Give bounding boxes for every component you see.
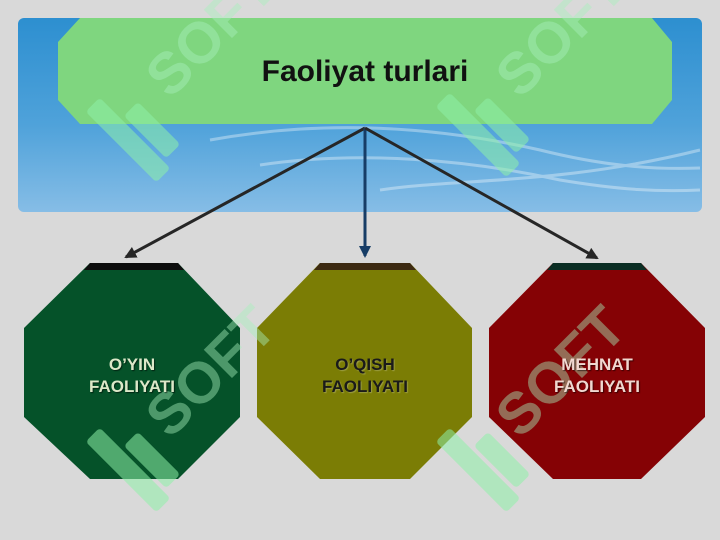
diagram-title: Faoliyat turlari xyxy=(261,55,469,88)
node-oqish-shape xyxy=(257,263,472,479)
node-mehnat-line1: MEHNAT xyxy=(561,355,633,374)
title-box xyxy=(58,18,672,124)
node-oyin-shape xyxy=(24,263,240,479)
watermark-logo-2 xyxy=(437,94,529,176)
arrow-to-oyin xyxy=(124,126,366,259)
node-mehnat-label: MEHNAT FAOLIYATI xyxy=(489,354,705,398)
node-oyin-line1: O’YIN xyxy=(108,355,156,374)
watermark-logo-1 xyxy=(87,99,179,181)
node-oyin-line2: FAOLIYATI xyxy=(89,377,175,396)
node-mehnat-shape xyxy=(489,263,705,479)
banner-swoosh xyxy=(209,126,701,193)
node-oqish-label: O’QISH FAOLIYATI xyxy=(257,354,473,398)
node-oqish-line2: FAOLIYATI xyxy=(322,377,408,396)
node-oqish-cap xyxy=(314,263,416,270)
watermark xyxy=(87,94,529,511)
node-mehnat-cap xyxy=(547,263,647,270)
node-mehnat xyxy=(489,263,705,479)
arrow-to-mehnat xyxy=(364,126,599,260)
watermark-logo-3 xyxy=(87,429,179,511)
node-oyin-cap xyxy=(84,263,184,270)
node-oqish xyxy=(257,263,472,479)
node-mehnat-line2: FAOLIYATI xyxy=(554,377,640,396)
node-oyin-label: O’YIN FAOLIYATI xyxy=(24,354,240,398)
node-oqish-line1: O’QISH xyxy=(335,355,395,374)
watermark-logo-4 xyxy=(437,429,529,511)
node-oyin xyxy=(24,263,240,479)
